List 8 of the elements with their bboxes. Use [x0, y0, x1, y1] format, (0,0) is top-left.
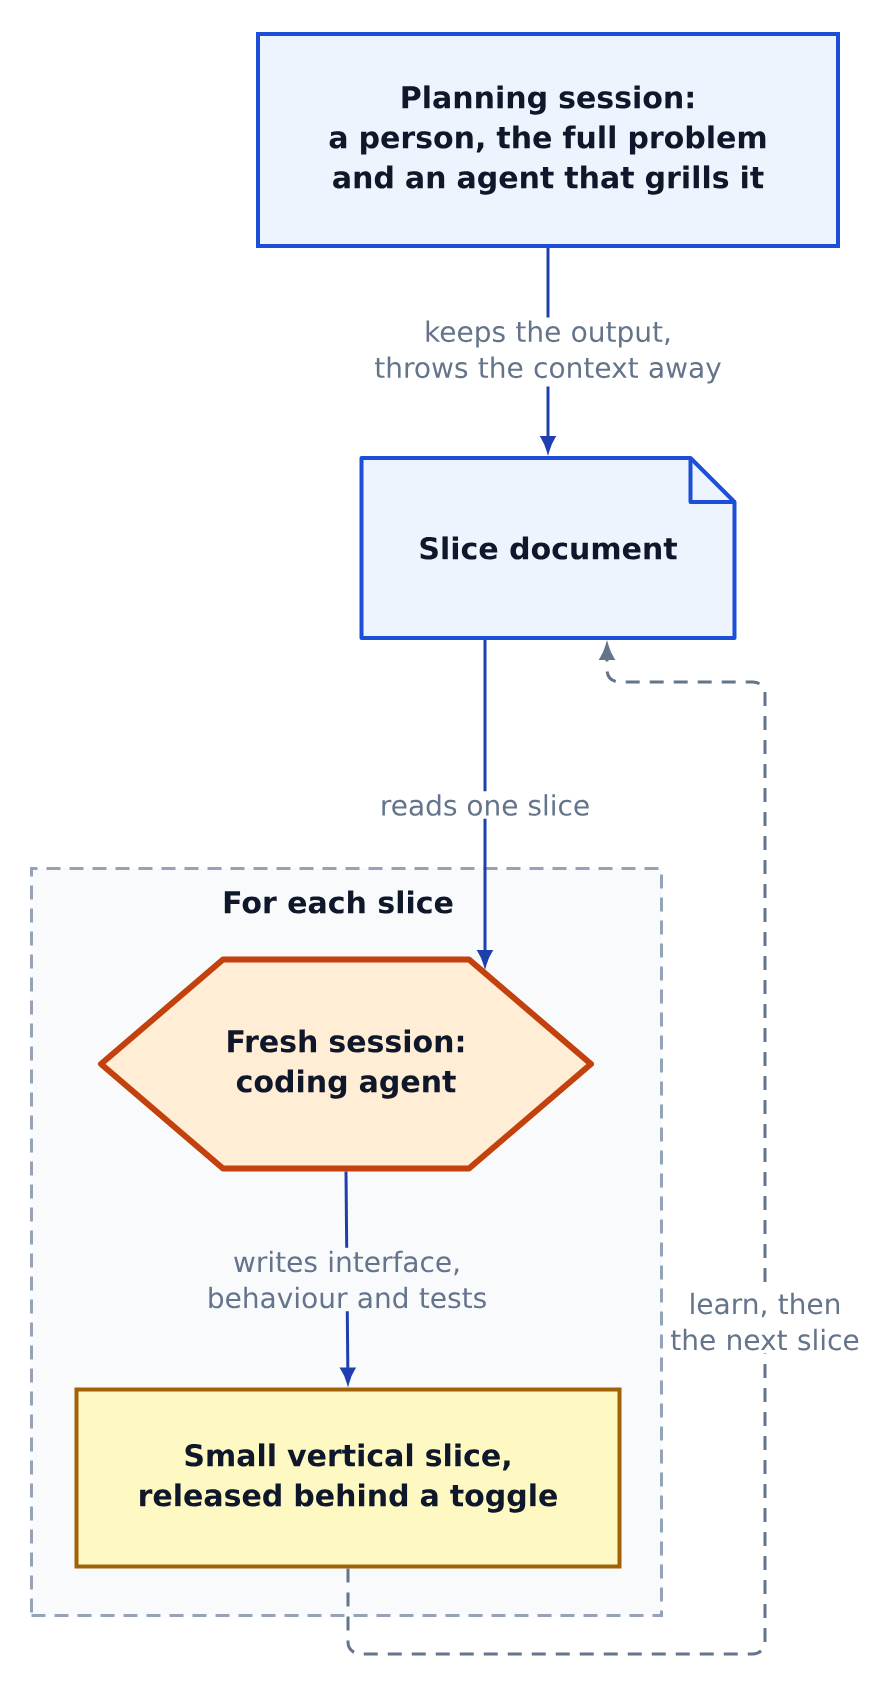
hexagon-box: Fresh session: coding agent	[98, 956, 594, 1172]
document-box: Slice document	[359, 456, 737, 640]
edge-label: keeps the output, throws the context away	[365, 317, 731, 387]
edge-label: learn, then the next slice	[664, 1289, 866, 1354]
process-box: Small vertical slice, released behind a toggle	[74, 1387, 622, 1569]
edge-label: reads one slice	[376, 791, 594, 819]
edge-label: writes interface, behaviour and tests	[191, 1247, 503, 1312]
process-box: Planning session: a person, the full problem and an agent that grills it	[256, 32, 840, 248]
